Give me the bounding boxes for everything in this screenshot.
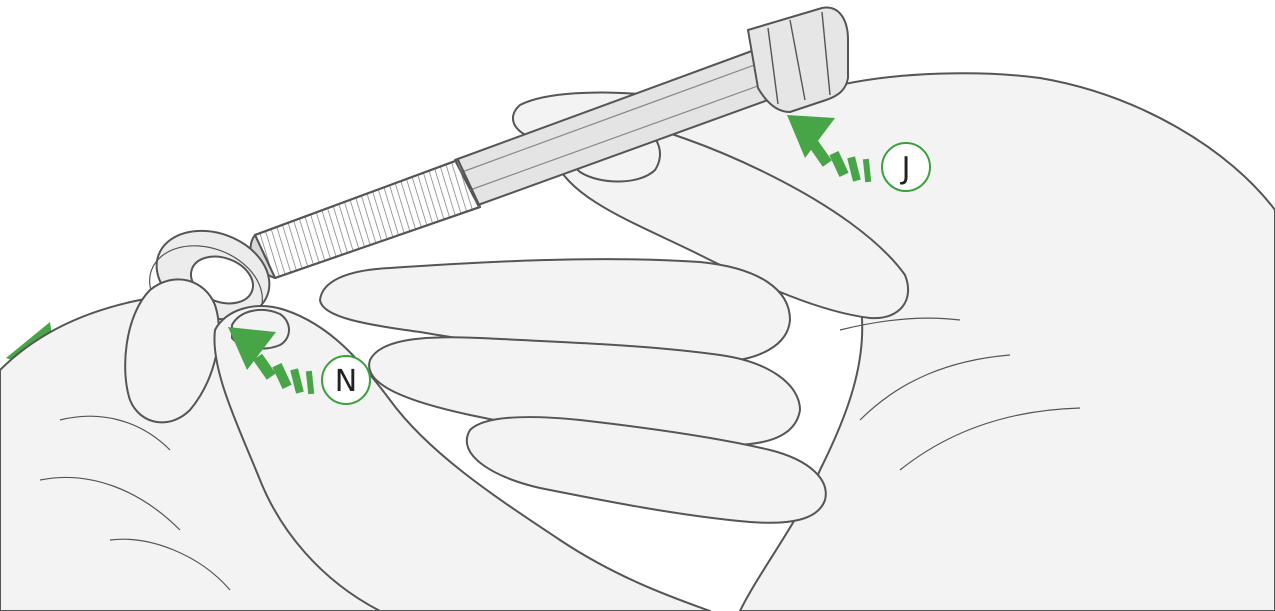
callout-j-label: J <box>900 151 911 186</box>
callout-n-label: N <box>335 364 357 399</box>
